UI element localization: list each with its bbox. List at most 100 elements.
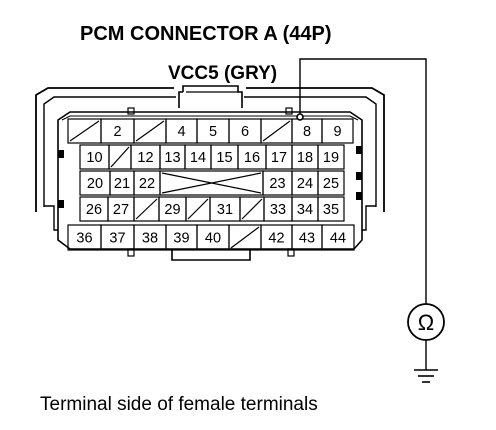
unused-slash-icon: [230, 226, 260, 249]
unused-slash-icon: [241, 198, 263, 220]
terminal-cell: 14: [184, 144, 212, 170]
terminal-cell: 23: [262, 170, 293, 196]
cross-line-icon: [161, 172, 262, 194]
terminal-number: 21: [114, 176, 130, 192]
terminal-cell: 5: [196, 118, 230, 144]
unused-terminal-cell: [108, 144, 132, 170]
terminal-number: 10: [86, 150, 102, 166]
terminal-number: 26: [86, 202, 102, 218]
terminal-number: 18: [297, 150, 313, 166]
terminal-cell: 6: [228, 118, 262, 144]
terminal-number: 15: [216, 150, 232, 166]
terminal-cell: 27: [107, 196, 135, 222]
terminal-cell: 13: [159, 144, 186, 170]
lock-pads: [58, 146, 362, 208]
terminal-cell: 10: [79, 144, 110, 170]
terminal-number: 20: [87, 176, 103, 192]
terminal-number: 40: [205, 231, 221, 247]
terminal-number: 5: [209, 124, 217, 140]
wire-label: VCC5 (GRY): [168, 63, 277, 84]
terminal-cell: 2: [100, 118, 135, 144]
unused-terminal-cell: [239, 196, 265, 222]
unused-slash-icon: [262, 120, 291, 142]
terminal-number: 16: [244, 150, 260, 166]
terminal-cell: 34: [291, 196, 319, 222]
unused-terminal-cell: [260, 118, 293, 144]
terminal-cell: 18: [291, 144, 319, 170]
probe-tip-icon: [296, 113, 304, 121]
diagram-title: PCM CONNECTOR A (44P): [80, 23, 332, 45]
terminal-number: 23: [269, 176, 285, 192]
terminal-cell: 38: [133, 224, 167, 251]
ground-icon: [414, 369, 438, 383]
terminal-number: 12: [137, 150, 153, 166]
terminal-cell: 37: [100, 224, 135, 251]
diagram-caption: Terminal side of female terminals: [40, 394, 318, 415]
terminal-number: 6: [241, 124, 249, 140]
unused-terminal-cell: [67, 118, 102, 144]
terminal-number: 24: [297, 176, 313, 192]
terminal-number: 4: [177, 124, 185, 140]
terminal-cell: 4: [165, 118, 198, 144]
terminal-cell: 40: [196, 224, 230, 251]
terminal-number: 22: [139, 176, 155, 192]
unused-slash-icon: [110, 146, 130, 168]
terminal-cell: 26: [79, 196, 109, 222]
ohm-symbol: Ω: [418, 310, 434, 335]
terminal-cell: 24: [291, 170, 319, 196]
terminal-number: 2: [113, 124, 121, 140]
terminal-row: 20 21 22 23 24 25: [79, 170, 345, 196]
terminal-cell: 8: [291, 118, 323, 144]
test-lead: [296, 58, 427, 370]
unused-slash-icon: [187, 198, 209, 220]
terminal-number: 29: [164, 202, 180, 218]
terminal-number: 36: [76, 231, 92, 247]
terminal-number: 39: [173, 231, 189, 247]
connector-housing: [35, 85, 385, 261]
terminal-number: 44: [330, 231, 346, 247]
terminal-row: 36 37 38 39 40 42 43 44: [67, 224, 355, 251]
terminal-cell: 25: [317, 170, 345, 196]
terminal-cell: 16: [237, 144, 267, 170]
terminal-number: 35: [323, 202, 339, 218]
terminal-number: 25: [323, 176, 339, 192]
terminal-row: 26 27 29 31 33 34 35: [79, 196, 345, 222]
terminal-cell: 44: [321, 224, 355, 251]
unused-terminal-cell: [133, 118, 167, 144]
terminal-cell: 21: [109, 170, 135, 196]
terminal-number: 9: [333, 124, 341, 140]
terminal-cell: 43: [291, 224, 323, 251]
terminal-number: 27: [113, 202, 129, 218]
terminal-cell: 17: [265, 144, 293, 170]
terminal-cell: 15: [210, 144, 239, 170]
terminal-cell: 39: [165, 224, 198, 251]
terminal-cell: 42: [260, 224, 293, 251]
terminal-number: 37: [109, 231, 125, 247]
terminal-number: 14: [190, 150, 206, 166]
terminal-cell: 35: [317, 196, 345, 222]
terminal-number: 13: [164, 150, 180, 166]
terminal-number: 42: [268, 231, 284, 247]
terminal-number: 17: [271, 150, 287, 166]
unused-terminal-cell: [228, 224, 262, 251]
terminal-number: 38: [142, 231, 158, 247]
terminal-cell: 31: [209, 196, 241, 222]
terminal-cell: 9: [321, 118, 354, 144]
terminal-number: 31: [217, 202, 233, 218]
terminal-number: 34: [297, 202, 313, 218]
unused-slash-icon: [135, 198, 158, 220]
terminal-cell: 33: [263, 196, 293, 222]
unused-terminal-block: [159, 170, 264, 196]
terminal-cell: 29: [158, 196, 187, 222]
unused-terminal-cell: [133, 196, 160, 222]
terminal-cell: 12: [130, 144, 161, 170]
terminal-cell: 20: [79, 170, 111, 196]
ohmmeter-icon: Ω: [407, 303, 445, 341]
terminal-cell: 36: [67, 224, 102, 251]
unused-slash-icon: [69, 120, 100, 142]
terminal-number: 33: [270, 202, 286, 218]
terminal-cell: 19: [317, 144, 345, 170]
terminal-number: 43: [299, 231, 315, 247]
